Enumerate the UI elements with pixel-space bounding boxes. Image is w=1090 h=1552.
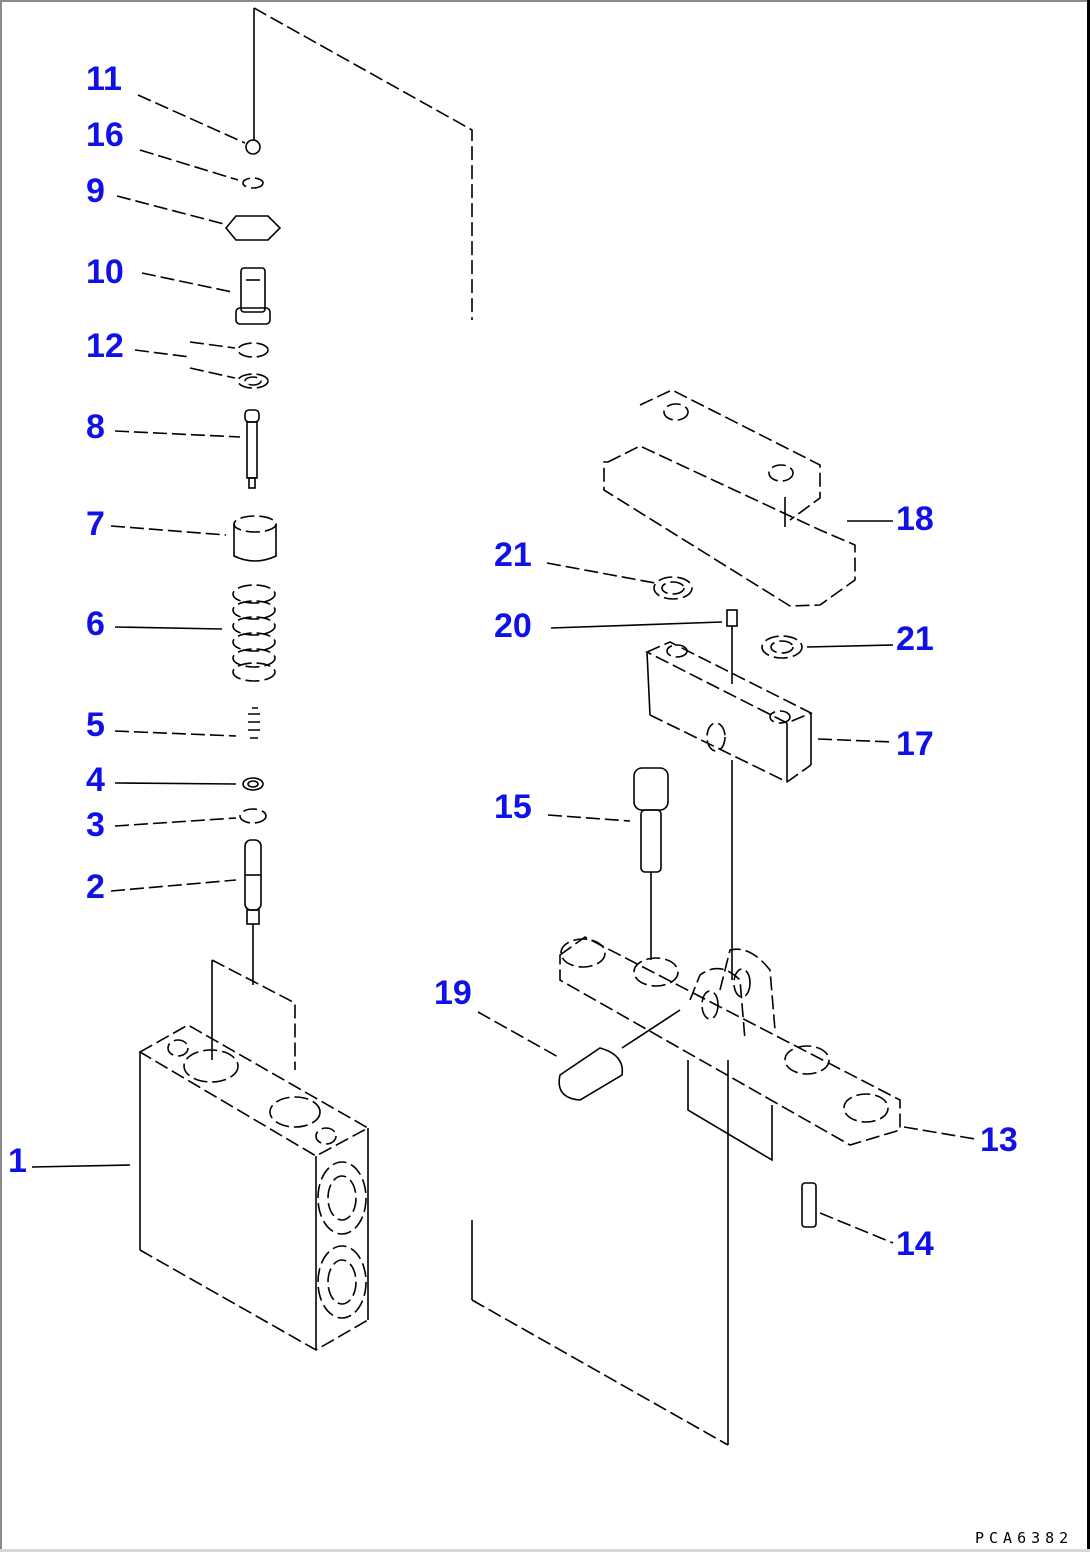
callout-8: 8 <box>86 408 105 446</box>
assembly-outline <box>253 7 729 1446</box>
callout-20: 20 <box>494 607 532 645</box>
part-2-spool <box>244 839 262 985</box>
callout-16: 16 <box>86 116 124 154</box>
part-21-washer-left <box>653 576 693 600</box>
part-17-block <box>645 641 813 980</box>
callout-4: 4 <box>86 761 105 799</box>
callout-18: 18 <box>896 500 934 538</box>
part-12-o-rings <box>237 342 269 389</box>
callout-1: 1 <box>8 1142 27 1180</box>
callout-5: 5 <box>86 706 105 744</box>
part-13-lever <box>559 936 901 1162</box>
callout-10: 10 <box>86 253 124 291</box>
part-19-pin <box>558 1009 681 1101</box>
callout-17: 17 <box>896 725 934 763</box>
callout-19: 19 <box>434 974 472 1012</box>
frame-border-right <box>1087 0 1090 1552</box>
part-16-ring <box>242 177 264 189</box>
part-10-plug <box>235 267 271 325</box>
part-11-ball <box>245 139 261 155</box>
part-15-bolt <box>633 767 669 960</box>
part-20-pin <box>726 609 738 684</box>
part-9-shim <box>224 215 282 241</box>
callout-2: 2 <box>86 868 105 906</box>
part-14-pin <box>801 1182 817 1228</box>
part-21-washer-right <box>761 635 803 659</box>
callout-13: 13 <box>980 1121 1018 1159</box>
leader-lines <box>31 94 976 1244</box>
callout-12: 12 <box>86 327 124 365</box>
callout-21-right: 21 <box>896 620 934 658</box>
callout-labels: 11 16 9 10 12 8 7 6 5 4 3 2 1 18 21 20 2… <box>8 60 1018 1263</box>
callout-7: 7 <box>86 505 105 543</box>
part-4-seat <box>242 777 264 791</box>
frame-border-top <box>0 0 1090 2</box>
callout-6: 6 <box>86 605 105 643</box>
part-6-spring <box>232 584 276 682</box>
part-5-spring <box>248 707 260 739</box>
callout-11: 11 <box>86 60 122 98</box>
drawing-code: PCA6382 <box>975 1529 1073 1547</box>
part-1-valve-body <box>138 959 370 1351</box>
frame-border-left <box>0 0 2 1552</box>
callout-3: 3 <box>86 806 105 844</box>
callout-9: 9 <box>86 172 105 210</box>
callout-14: 14 <box>896 1225 934 1263</box>
part-7-retainer <box>233 515 277 562</box>
frame-border-bottom <box>0 1549 1090 1552</box>
part-8-pin <box>244 409 260 489</box>
callout-21-left: 21 <box>494 536 532 574</box>
part-18-bracket <box>603 389 856 607</box>
part-3-shim <box>239 808 267 824</box>
callout-15: 15 <box>494 788 532 826</box>
